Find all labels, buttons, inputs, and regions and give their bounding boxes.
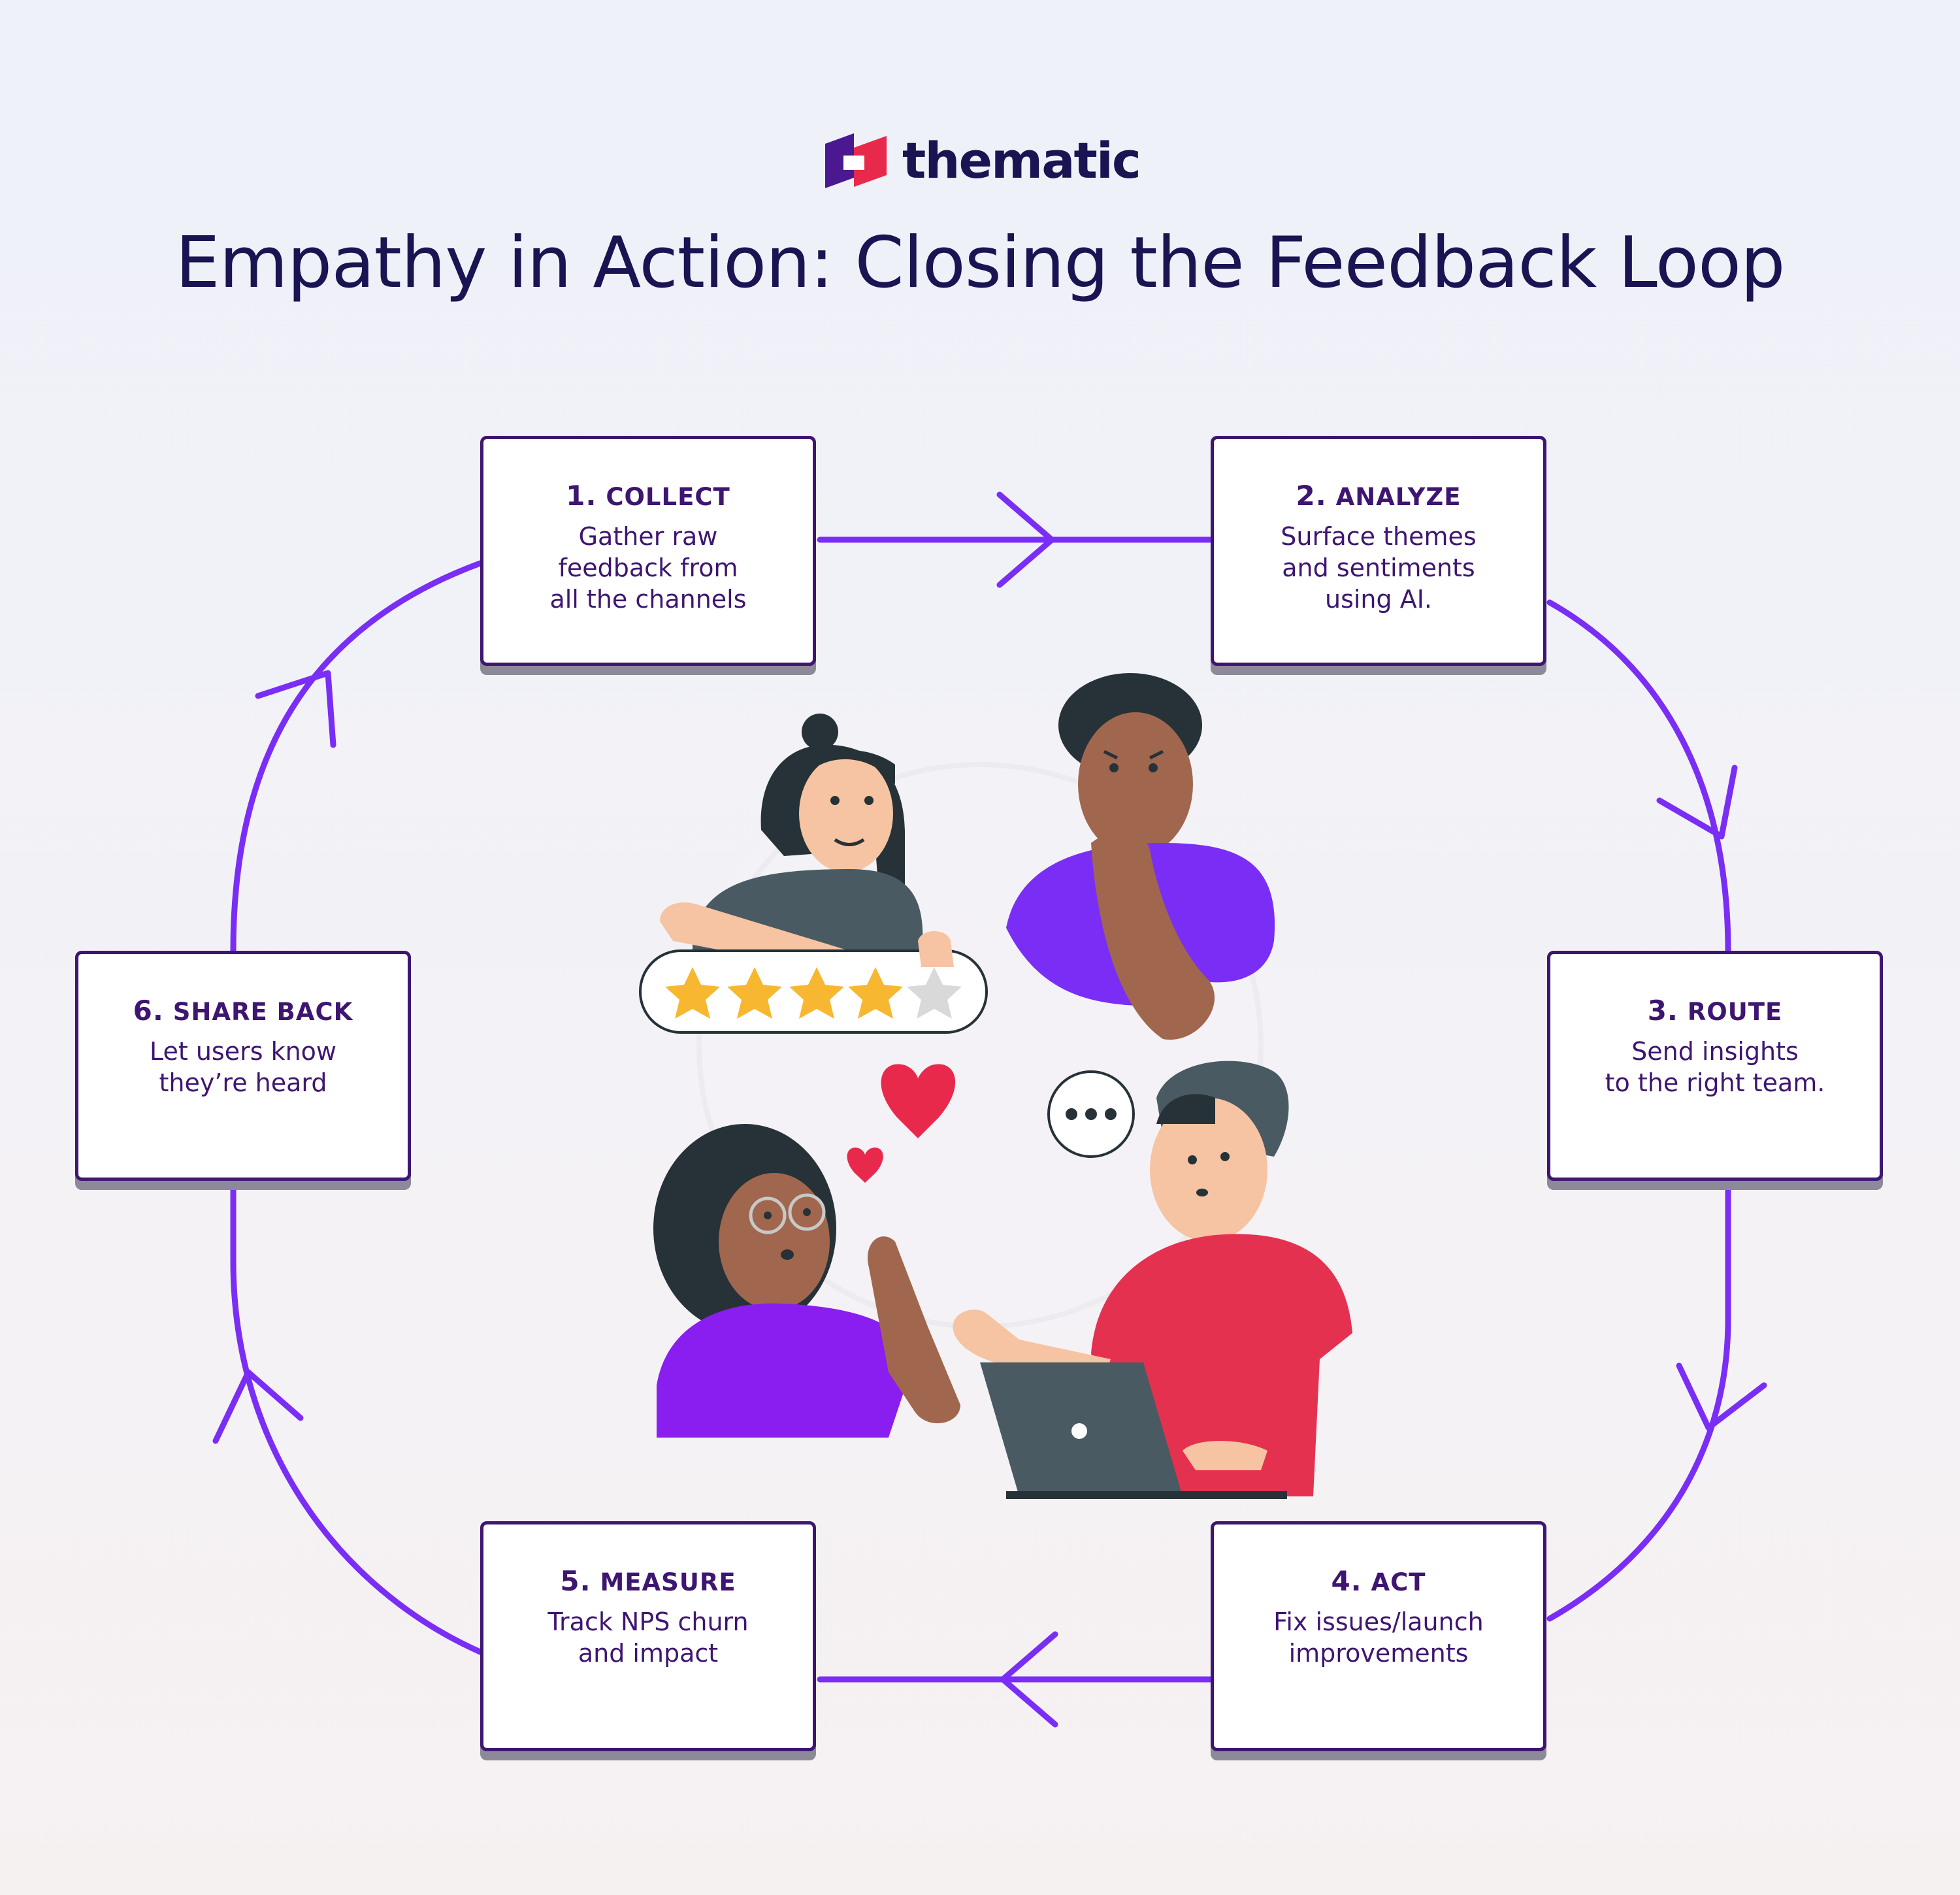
step-card-analyze: 2. ANALYZE Surface themes and sentiments… xyxy=(1211,436,1546,666)
connector-share-collect xyxy=(230,560,483,954)
brand-name: thematic xyxy=(902,131,1141,190)
step-card-route: 3. ROUTE Send insights to the right team… xyxy=(1547,951,1883,1181)
step-title: 2. ANALYZE xyxy=(1296,480,1461,512)
arrow-down-upper-right-icon xyxy=(1656,765,1738,840)
step-number: 2. xyxy=(1296,480,1327,512)
step-number: 4. xyxy=(1331,1565,1362,1597)
step-label: SHARE BACK xyxy=(172,998,353,1026)
step-number: 6. xyxy=(133,995,164,1027)
step-title: 3. ROUTE xyxy=(1648,995,1783,1027)
step-description: Surface themes and sentiments using AI. xyxy=(1281,522,1477,614)
arrow-down-lower-right-icon xyxy=(1676,1362,1767,1431)
step-number: 5. xyxy=(560,1565,591,1597)
step-label: ROUTE xyxy=(1687,998,1783,1026)
step-title: 6. SHARE BACK xyxy=(133,995,353,1027)
connector-route-act xyxy=(1546,1179,1731,1622)
connector-measure-share xyxy=(230,1179,483,1655)
step-title: 5. MEASURE xyxy=(560,1565,736,1597)
step-description: Track NPS churn and impact xyxy=(547,1607,749,1668)
step-card-act: 4. ACT Fix issues/launch improvements xyxy=(1211,1521,1546,1751)
step-label: MEASURE xyxy=(600,1568,736,1596)
arrow-left-bottom-icon xyxy=(1000,1631,1058,1728)
step-label: ANALYZE xyxy=(1335,483,1462,511)
step-title: 4. ACT xyxy=(1331,1565,1426,1597)
arrow-right-top-icon xyxy=(996,491,1055,588)
step-card-measure: 5. MEASURE Track NPS churn and impact xyxy=(480,1521,816,1751)
step-description: Let users know they’re heard xyxy=(149,1037,337,1097)
step-description: Gather raw feedback from all the channel… xyxy=(549,522,747,614)
brand-header: thematic xyxy=(0,124,1960,196)
step-label: COLLECT xyxy=(606,483,730,511)
step-label: ACT xyxy=(1371,1568,1426,1596)
step-description: Fix issues/launch improvements xyxy=(1273,1607,1484,1668)
thematic-logo-icon xyxy=(825,133,887,188)
arrow-up-upper-left-icon xyxy=(255,670,336,748)
step-number: 1. xyxy=(566,480,597,512)
arrow-up-lower-left-icon xyxy=(212,1369,304,1444)
page-title: Empathy in Action: Closing the Feedback … xyxy=(175,222,1785,304)
step-title: 1. COLLECT xyxy=(566,480,730,512)
step-number: 3. xyxy=(1647,995,1678,1027)
step-card-share-back: 6. SHARE BACK Let users know they’re hea… xyxy=(75,951,411,1181)
connector-analyze-route xyxy=(1546,599,1731,954)
step-card-collect: 1. COLLECT Gather raw feedback from all … xyxy=(480,436,816,666)
step-description: Send insights to the right team. xyxy=(1605,1037,1825,1097)
